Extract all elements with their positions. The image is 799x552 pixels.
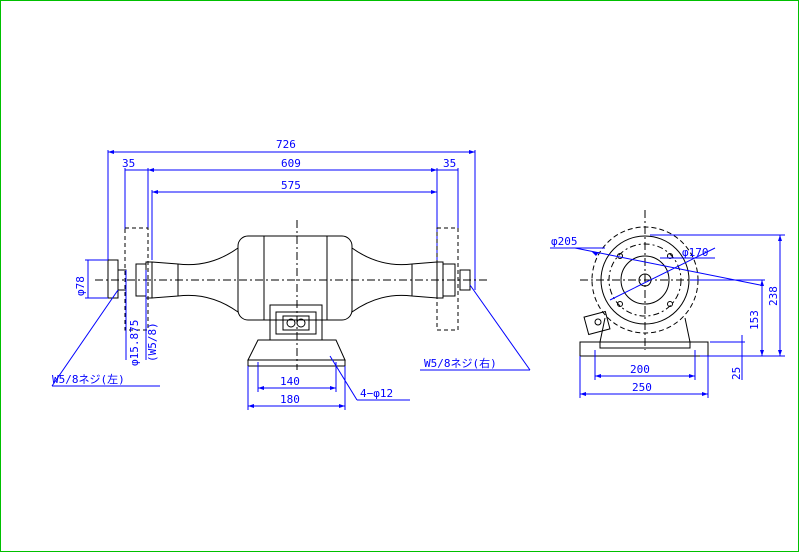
dim-153: 153 [748, 310, 761, 330]
label-holes: 4−φ12 [360, 387, 393, 400]
front-view: 726 35 609 35 575 [51, 138, 531, 410]
dim-dia78: φ78 [74, 276, 87, 296]
dim-shaft: 609 [281, 157, 301, 170]
label-right-thread: W5/8ネジ(右) [424, 356, 497, 370]
dim-overall: 726 [276, 138, 296, 151]
dim-left-gap: 35 [122, 157, 135, 170]
dim-140: 140 [280, 375, 300, 388]
dim-dia170: φ170 [682, 246, 709, 259]
dim-w58: (W5/8) [146, 322, 159, 362]
dim-200: 200 [630, 363, 650, 376]
dim-180: 180 [280, 393, 300, 406]
dim-dia15875: φ15.875 [128, 320, 141, 366]
dim-250: 250 [632, 381, 652, 394]
side-view: φ205 φ170 238 153 25 200 250 [550, 210, 785, 398]
dim-dia205: φ205 [551, 235, 578, 248]
label-left-thread: W5/8ネジ(左) [52, 373, 125, 386]
dim-25: 25 [730, 367, 743, 380]
dim-wheels: 575 [281, 179, 301, 192]
dim-238: 238 [767, 286, 780, 306]
dim-right-gap: 35 [443, 157, 456, 170]
